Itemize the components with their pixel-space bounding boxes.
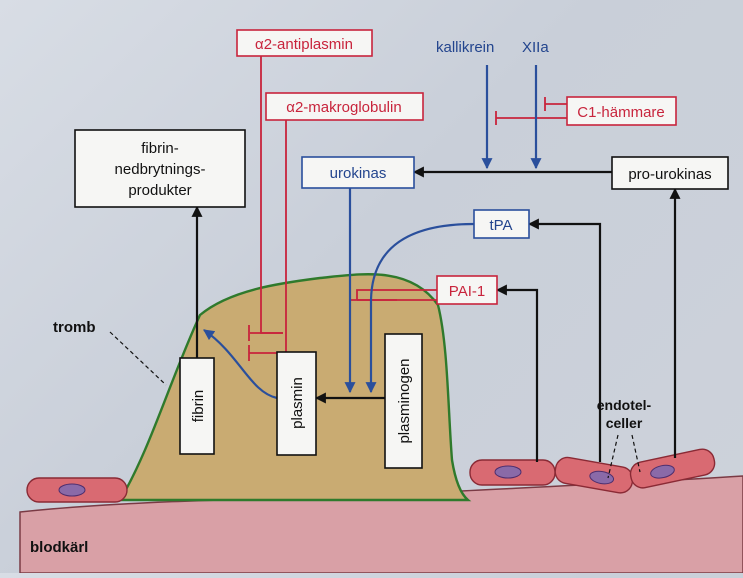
svg-text:tPA: tPA [489, 217, 512, 234]
svg-text:pro-urokinas: pro-urokinas [628, 166, 711, 183]
box-a2-antiplasmin: α2-antiplasmin [236, 29, 373, 57]
arrow-plasmin-fibrin [203, 329, 278, 400]
endothelial-cell-4 [629, 448, 716, 489]
arrow-endothel-pai1 [495, 284, 539, 462]
endothelial-cell-3 [554, 456, 634, 494]
label-endotel-2: celler [606, 415, 643, 431]
svg-text:produkter: produkter [128, 182, 191, 199]
endothelial-cell-2 [469, 459, 556, 486]
svg-text:plasminogen: plasminogen [396, 358, 413, 443]
svg-text:PAI-1: PAI-1 [449, 283, 485, 300]
box-urokinas: urokinas [301, 156, 415, 189]
inhibit-line-pai1 [356, 289, 437, 300]
label-tromb: tromb [53, 319, 96, 336]
arrow-tpa-plasminogen [365, 222, 475, 394]
box-pai1: PAI-1 [436, 275, 498, 305]
svg-text:fibrin: fibrin [190, 390, 207, 423]
label-endotel-1: endotel- [597, 397, 652, 413]
box-pro-urokinas: pro-urokinas [611, 156, 729, 190]
svg-text:urokinas: urokinas [330, 165, 387, 182]
vessel-label: blodkärl [30, 539, 88, 556]
svg-text:plasmin: plasmin [289, 377, 306, 429]
box-plasmin: plasmin [276, 351, 317, 456]
label-xiia: XIIa [522, 39, 549, 56]
endothelial-cell-1 [26, 477, 128, 503]
svg-text:α2-antiplasmin: α2-antiplasmin [255, 36, 353, 53]
svg-text:fibrin-: fibrin- [141, 140, 179, 157]
tromb-leader [109, 331, 167, 386]
endotel-leader-1 [607, 434, 619, 479]
endotel-leader-2 [631, 434, 641, 473]
box-plasminogen: plasminogen [384, 333, 423, 469]
svg-text:α2-makroglobulin: α2-makroglobulin [286, 99, 401, 116]
box-fibrin-products: fibrin- nedbrytnings- produkter [74, 129, 246, 208]
svg-text:C1-hämmare: C1-hämmare [577, 104, 665, 121]
svg-text:nedbrytnings-: nedbrytnings- [115, 161, 206, 178]
box-c1-hammare: C1-hämmare [566, 96, 677, 126]
box-a2-makroglobulin: α2-makroglobulin [265, 92, 424, 121]
box-tpa: tPA [473, 209, 530, 239]
label-kallikrein: kallikrein [436, 39, 494, 56]
arrow-endothel-tpa [527, 218, 602, 462]
box-fibrin: fibrin [179, 357, 215, 455]
